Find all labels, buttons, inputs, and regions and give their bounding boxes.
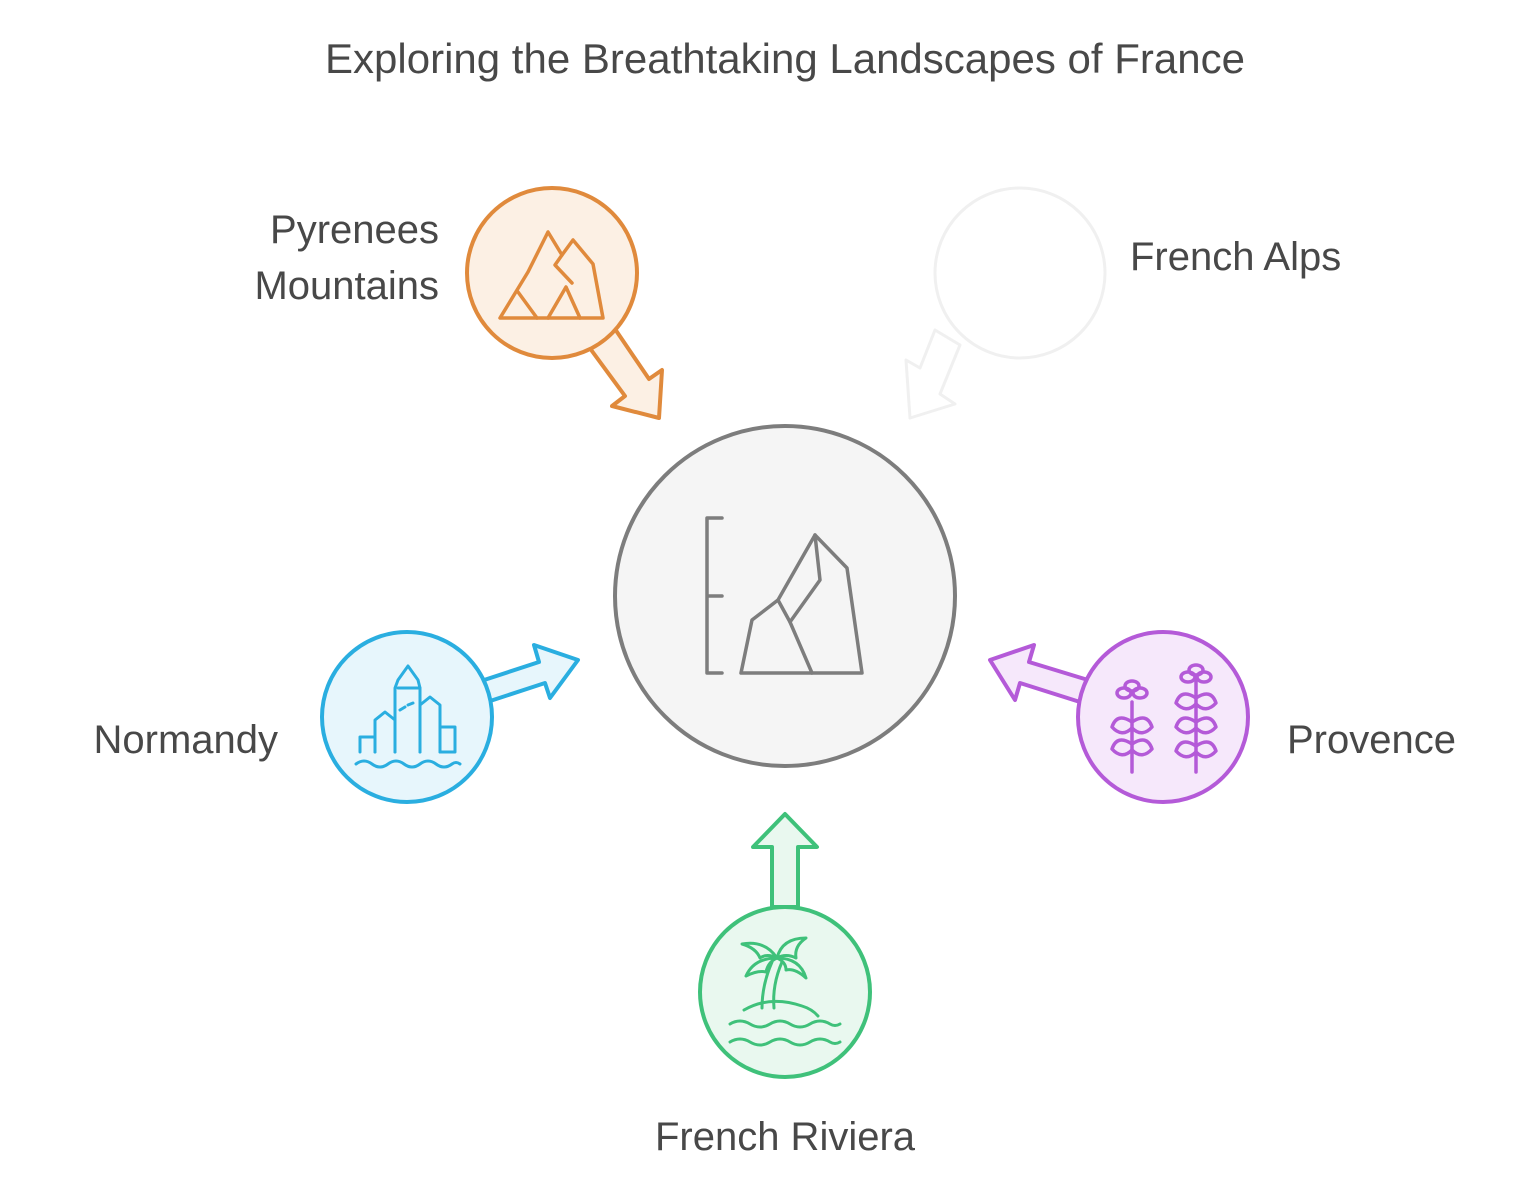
- node-circle-french-riviera: [698, 905, 872, 1079]
- node-circle-normandy: [320, 630, 494, 804]
- node-circle-pyrenees: [465, 186, 639, 360]
- lavender-icon: [1110, 663, 1218, 774]
- label-normandy: Normandy: [93, 718, 278, 762]
- arrow-normandy: [476, 643, 580, 705]
- cliff-mountain-icon: [705, 516, 864, 675]
- castle-waves-icon: [354, 664, 462, 769]
- label-french-riviera: French Riviera: [655, 1115, 916, 1159]
- label-pyrenees-line2: Mountains: [254, 264, 439, 308]
- center-hub: [613, 424, 957, 768]
- label-pyrenees-line1: Pyrenees: [270, 208, 439, 252]
- label-french-alps: French Alps: [1130, 235, 1341, 279]
- node-provence: Provence: [988, 630, 1456, 804]
- node-pyrenees: Pyrenees Mountains: [254, 186, 664, 420]
- node-normandy: Normandy: [93, 630, 580, 804]
- node-circle-provence: [1076, 630, 1250, 804]
- node-circle-french-alps: [933, 186, 1107, 360]
- arrow-provence: [988, 643, 1090, 704]
- label-provence: Provence: [1287, 718, 1456, 762]
- diagram-title: Exploring the Breathtaking Landscapes of…: [325, 35, 1245, 82]
- arrow-french-alps: [904, 328, 962, 420]
- node-french-alps: French Alps: [904, 186, 1341, 420]
- node-french-riviera: French Riviera: [655, 812, 916, 1159]
- palm-island-icon: [728, 936, 842, 1047]
- mountain-peaks-icon: [498, 230, 605, 320]
- arrow-pyrenees: [587, 327, 664, 420]
- arrow-french-riviera: [751, 812, 819, 909]
